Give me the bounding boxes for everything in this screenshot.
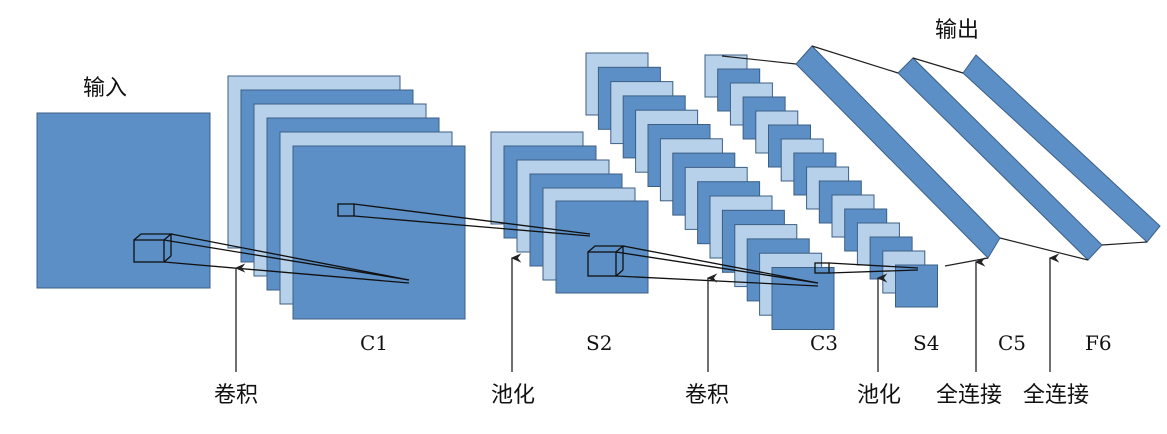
input-label: 输入 [83,76,128,101]
c1-label: C1 [360,331,389,355]
op-fc2-label: 全连接 [1023,383,1090,408]
s2-label: S2 [586,331,613,355]
s4-label: S4 [913,331,940,355]
output-slab [962,54,1161,243]
s4-map [895,264,938,308]
fc-layers [795,45,1161,261]
op-pool1-label: 池化 [491,383,536,408]
s4-feature-maps [704,54,938,308]
op-fc1-label: 全连接 [936,383,1003,408]
input-map [36,112,211,289]
s2-feature-maps [490,131,649,294]
op-conv1-label: 卷积 [214,383,259,408]
op-conv2-label: 卷积 [685,383,730,408]
c5-label: C5 [998,331,1027,355]
c1-feature-maps [227,75,466,320]
output-label: 输出 [935,18,980,43]
c3-label: C3 [810,331,839,355]
op-pool2-label: 池化 [857,383,902,408]
operation-arrows [234,253,1060,372]
f6-label: F6 [1085,331,1112,355]
c3-feature-maps [585,52,835,330]
connection-lines [721,45,1148,267]
